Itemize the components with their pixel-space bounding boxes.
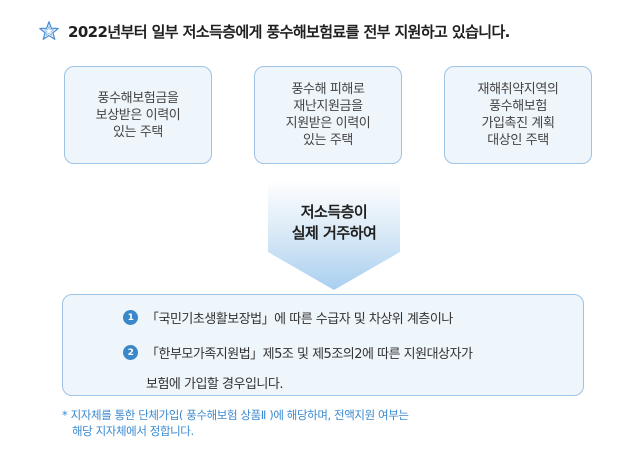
- heading: 2022년부터 일부 저소득층에게 풍수해보험료를 전부 지원하고 있습니다.: [38, 20, 510, 42]
- condition-item-1: 1 「국민기초생활보장법」에 따른 수급자 및 차상위 계층이나: [123, 308, 453, 327]
- footnote: * 지자체를 통한 단체가입( 풍수해보험 상품Ⅱ )에 해당하며, 전액지원 …: [62, 407, 409, 439]
- number-badge: 2: [123, 345, 138, 360]
- condition-continuation: 보험에 가입할 경우입니다.: [146, 377, 283, 392]
- star-outline-icon: [39, 21, 59, 40]
- condition-text: 「한부모가족지원법」제5조 및 제5조의2에 따른 지원대상자가: [146, 347, 473, 362]
- arrow-shape: [268, 180, 400, 290]
- number-badge: 1: [123, 310, 138, 325]
- criteria-box-vulnerable-area: 재해취약지역의 풍수해보험 가입촉진 계획 대상인 주택: [444, 66, 592, 164]
- criteria-box-insurance-paid: 풍수해보험금을 보상받은 이력이 있는 주택: [64, 66, 212, 164]
- heading-text: 2022년부터 일부 저소득층에게 풍수해보험료를 전부 지원하고 있습니다.: [68, 22, 510, 41]
- criteria-box-disaster-aid: 풍수해 피해로 재난지원금을 지원받은 이력이 있는 주택: [254, 66, 402, 164]
- down-arrow: 저소득층이 실제 거주하여: [268, 180, 400, 290]
- arrow-label: 저소득층이 실제 거주하여: [291, 203, 377, 242]
- footnote-line-2: 해당 지자체에서 정합니다.: [72, 424, 194, 438]
- condition-item-2: 2 「한부모가족지원법」제5조 및 제5조의2에 따른 지원대상자가: [123, 343, 473, 362]
- conditions-panel: 1 「국민기초생활보장법」에 따른 수급자 및 차상위 계층이나 2 「한부모가…: [62, 294, 584, 396]
- footnote-line-1: * 지자체를 통한 단체가입( 풍수해보험 상품Ⅱ )에 해당하며, 전액지원 …: [62, 408, 409, 422]
- condition-text: 「국민기초생활보장법」에 따른 수급자 및 차상위 계층이나: [146, 312, 453, 327]
